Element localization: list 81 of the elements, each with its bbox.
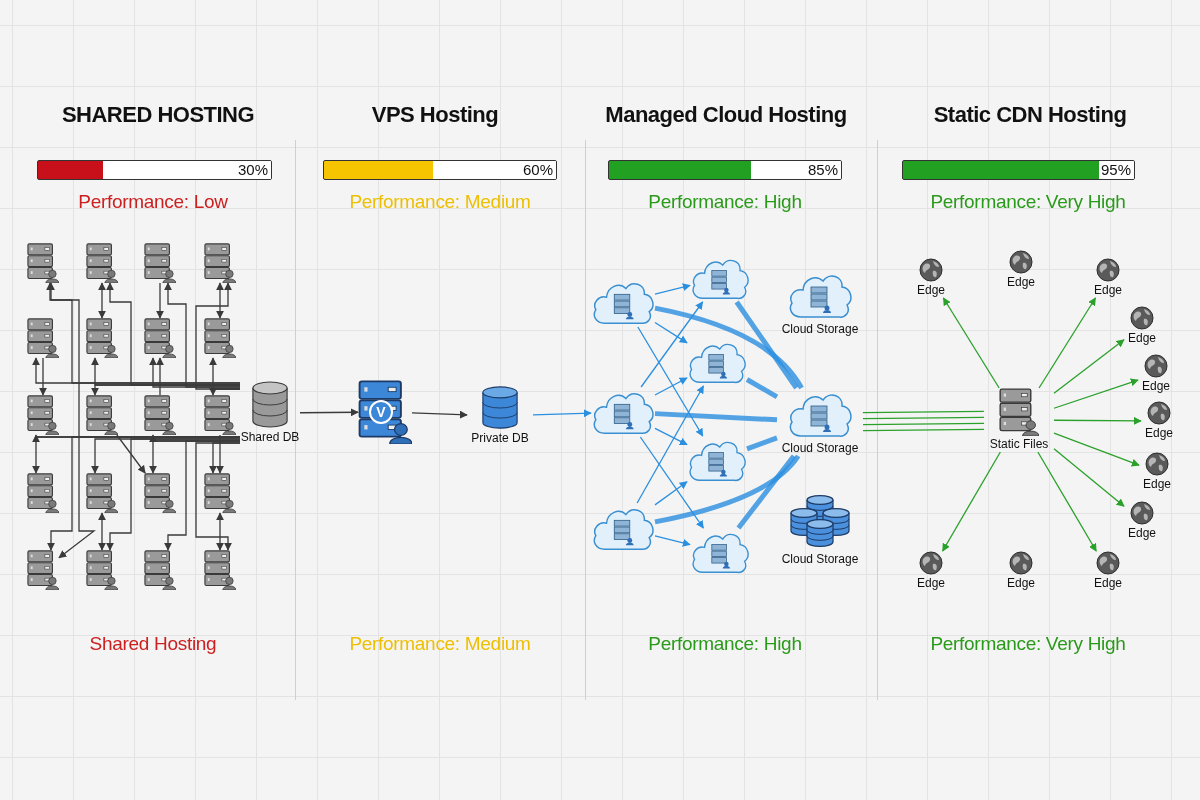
node-label: Cloud Storage: [781, 551, 859, 567]
connector-line: [736, 454, 796, 530]
arrow: [216, 512, 224, 551]
node-label: Edge: [1007, 575, 1035, 591]
arrow: [654, 427, 688, 446]
connector-line: [862, 416, 985, 420]
arrow: [91, 384, 241, 396]
arrow: [209, 387, 241, 396]
connector-line: [654, 454, 801, 525]
node-label: Cloud Storage: [781, 321, 859, 337]
node-label: Edge: [1007, 274, 1035, 290]
arrow: [47, 436, 241, 551]
connector-line: [654, 411, 778, 423]
node-label: Edge: [1143, 476, 1171, 492]
column-title: Managed Cloud Hosting: [604, 101, 848, 129]
arrow: [98, 512, 106, 551]
performance-label: Performance: Medium: [348, 190, 532, 214]
arrow: [156, 282, 164, 319]
arrow: [164, 440, 241, 551]
arrow: [654, 321, 688, 344]
arrow: [1053, 416, 1142, 425]
arrow: [299, 408, 359, 417]
arrow: [149, 357, 241, 388]
arrow: [654, 283, 691, 295]
connector-line: [862, 410, 985, 414]
arrow: [637, 326, 704, 437]
percent-value: 60%: [520, 161, 556, 179]
node-label: Edge: [1128, 525, 1156, 541]
arrow: [942, 451, 1001, 552]
arrow: [532, 409, 592, 418]
performance-label: Performance: Low: [77, 190, 229, 214]
node-label: Edge: [917, 282, 945, 298]
connector-line: [654, 305, 804, 390]
arrow: [98, 282, 106, 319]
node-label: Edge: [1145, 425, 1173, 441]
arrow: [106, 438, 241, 551]
connector-line: [745, 377, 779, 400]
arrow: [636, 385, 705, 504]
percent-value: 95%: [1098, 161, 1134, 179]
connector-line: [734, 300, 799, 390]
arrow: [156, 357, 164, 396]
node-label: Edge: [1094, 575, 1122, 591]
arrow: [1038, 297, 1097, 389]
column-title: SHARED HOSTING: [60, 101, 256, 129]
arrow: [1053, 432, 1140, 467]
arrow: [1037, 451, 1097, 552]
percent-value: 30%: [235, 161, 271, 179]
performance-label: Performance: High: [647, 190, 803, 214]
arrow: [32, 357, 241, 384]
node-label: Edge: [917, 575, 945, 591]
node-label: Private DB: [471, 430, 529, 446]
node-label: Edge: [1142, 378, 1170, 394]
node-label: Edge: [1094, 282, 1122, 298]
connector-line: [862, 428, 985, 432]
arrow: [654, 535, 691, 547]
node-label: Shared DB: [240, 429, 300, 445]
performance-label: Performance: Very High: [929, 190, 1127, 214]
connector-line: [862, 422, 985, 426]
node-label: Cloud Storage: [781, 440, 859, 456]
arrow: [216, 282, 224, 319]
arrow: [39, 357, 47, 396]
node-label: Static Files: [989, 436, 1049, 452]
arrow: [942, 297, 1000, 389]
column-title: Static CDN Hosting: [932, 101, 1128, 129]
column-title: VPS Hosting: [370, 101, 500, 129]
arrow: [1053, 448, 1125, 507]
arrow: [654, 377, 688, 396]
connector-line: [746, 435, 778, 452]
arrow: [654, 481, 688, 506]
arrow: [116, 434, 146, 474]
arrow: [195, 442, 241, 551]
arrow: [216, 434, 224, 474]
arrow: [640, 301, 704, 388]
arrow: [411, 410, 468, 419]
arrow: [46, 282, 96, 559]
percent-value: 85%: [805, 161, 841, 179]
column-footer: Performance: Very High: [878, 632, 1178, 656]
arrow: [639, 436, 704, 529]
arrow: [1053, 378, 1139, 409]
arrow: [1053, 339, 1125, 394]
node-label: Edge: [1128, 330, 1156, 346]
